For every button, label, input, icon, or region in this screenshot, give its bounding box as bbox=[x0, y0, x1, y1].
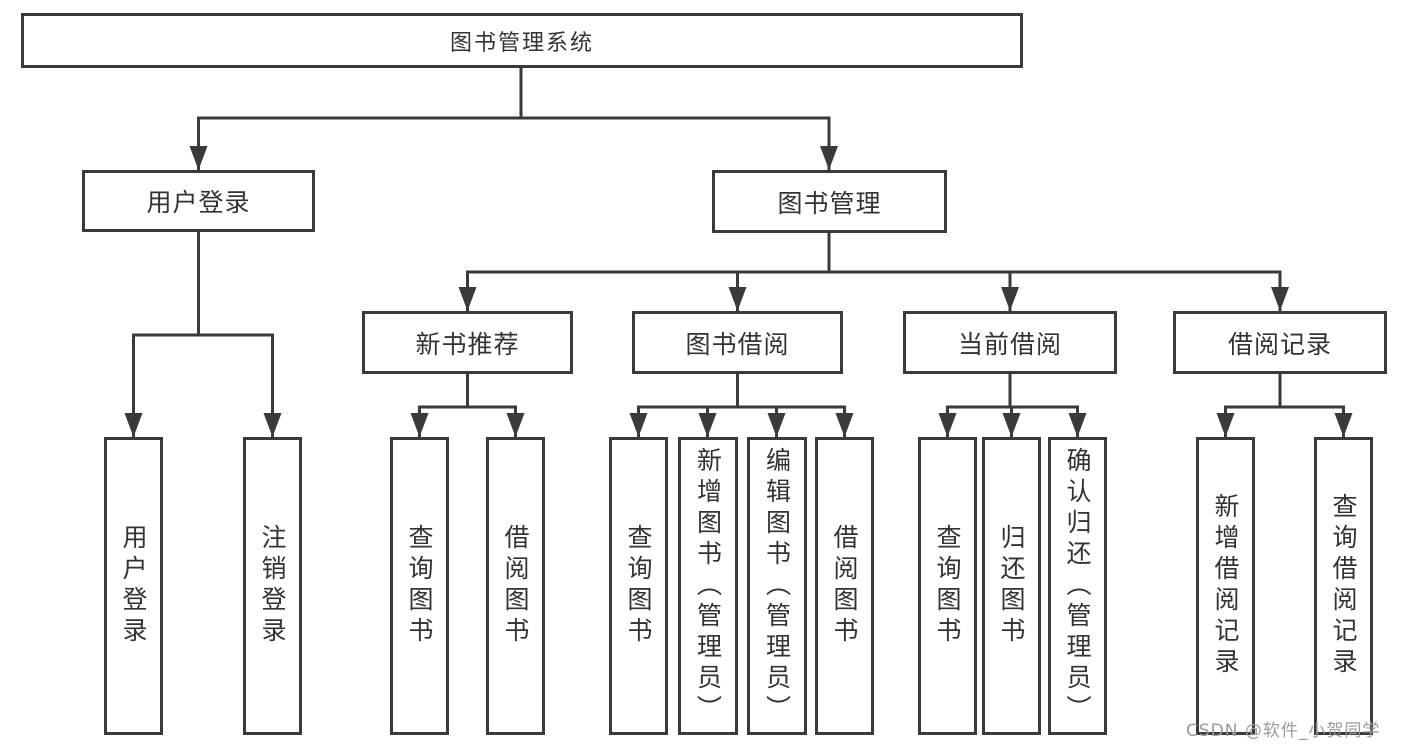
leaf-query-books-current: 查询图书 bbox=[918, 437, 977, 735]
leaf-user-login: 用户登录 bbox=[104, 437, 163, 735]
node-new-book-recommendation: 新书推荐 bbox=[362, 311, 573, 374]
node-label: 查询图书 bbox=[933, 524, 962, 648]
node-label: 新书推荐 bbox=[415, 329, 520, 359]
leaf-query-books-borrowing: 查询图书 bbox=[609, 437, 668, 735]
node-label: 注销登录 bbox=[258, 524, 287, 648]
node-current-borrowing: 当前借阅 bbox=[903, 311, 1117, 374]
node-borrowing-records: 借阅记录 bbox=[1173, 311, 1387, 374]
node-label: 当前借阅 bbox=[957, 329, 1062, 359]
node-label: 查询图书 bbox=[624, 524, 653, 648]
node-label: 新增借阅记录 bbox=[1211, 493, 1240, 679]
leaf-confirm-return-admin: 确认归还（管理员） bbox=[1048, 437, 1107, 735]
leaf-borrow-books: 借阅图书 bbox=[815, 437, 874, 735]
leaf-borrow-books-recommend: 借阅图书 bbox=[486, 437, 545, 735]
node-label: 用户登录 bbox=[119, 524, 148, 648]
node-user-login: 用户登录 bbox=[82, 170, 315, 232]
node-label: 借阅记录 bbox=[1227, 329, 1332, 359]
leaf-query-borrow-record: 查询借阅记录 bbox=[1314, 437, 1373, 735]
node-label: 确认归还（管理员） bbox=[1063, 446, 1092, 726]
node-label: 图书管理系统 bbox=[449, 30, 594, 56]
csdn-watermark: CSDN @软件_小贺同学 bbox=[1186, 721, 1381, 741]
node-label: 归还图书 bbox=[997, 524, 1026, 648]
node-label: 借阅图书 bbox=[501, 524, 530, 648]
node-label: 图书借阅 bbox=[685, 329, 790, 359]
node-label: 编辑图书（管理员） bbox=[762, 446, 792, 726]
node-book-management: 图书管理 bbox=[712, 170, 947, 233]
leaf-add-borrow-record: 新增借阅记录 bbox=[1196, 437, 1255, 735]
node-label: 借阅图书 bbox=[830, 524, 859, 648]
node-label: 查询图书 bbox=[405, 524, 434, 648]
leaf-return-books: 归还图书 bbox=[982, 437, 1041, 735]
node-label: 查询借阅记录 bbox=[1329, 493, 1358, 679]
node-label: 用户登录 bbox=[146, 188, 251, 217]
leaf-edit-books-admin: 编辑图书（管理员） bbox=[747, 437, 807, 735]
connector-line-group bbox=[132, 68, 1345, 437]
node-label: 新增图书（管理员） bbox=[693, 446, 723, 726]
leaf-logout: 注销登录 bbox=[243, 437, 302, 735]
leaf-add-books-admin: 新增图书（管理员） bbox=[678, 437, 738, 735]
arrowhead-icons bbox=[124, 146, 1353, 437]
node-label: 图书管理 bbox=[777, 188, 882, 218]
node-book-borrowing: 图书借阅 bbox=[632, 311, 843, 374]
leaf-query-books-recommend: 查询图书 bbox=[390, 437, 449, 735]
node-library-management-system: 图书管理系统 bbox=[21, 13, 1023, 68]
